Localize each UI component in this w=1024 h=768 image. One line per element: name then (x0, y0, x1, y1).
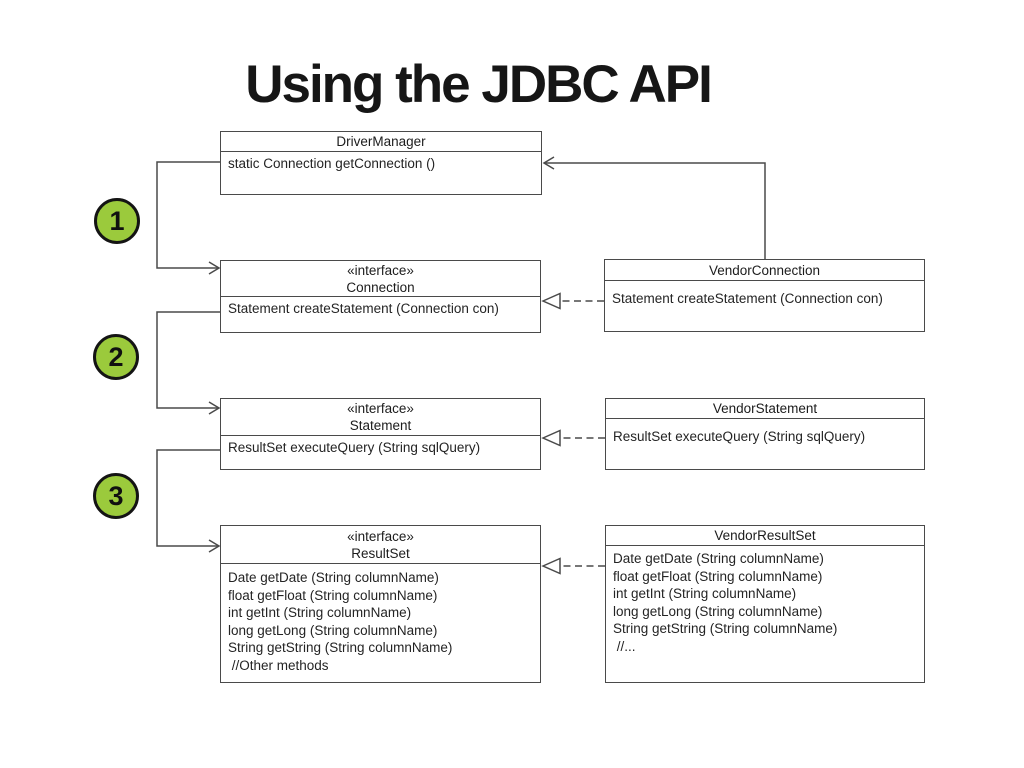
method-signature: int getInt (String columnName) (228, 605, 412, 620)
class-header: «interface» Statement (221, 399, 540, 436)
open-arrowhead-icon (542, 156, 555, 170)
class-box-vendorresultset: VendorResultSet Date getDate (String col… (605, 525, 925, 683)
step-badge-2: 2 (93, 334, 139, 380)
flow-arrow-vendorconnection-to-drivermanager (544, 162, 766, 259)
stereotype-label: «interface» (347, 401, 414, 416)
class-name: ResultSet (351, 545, 410, 561)
method-signature: Statement createStatement (Connection co… (228, 301, 499, 316)
class-header: DriverManager (221, 132, 541, 152)
method-signature: int getInt (String columnName) (613, 586, 797, 601)
step-badge-1: 1 (94, 198, 140, 244)
class-box-vendorstatement: VendorStatement ResultSet executeQuery (… (605, 398, 925, 470)
method-signature: Date getDate (String columnName) (228, 570, 439, 585)
method-signature: Statement createStatement (Connection co… (612, 291, 883, 306)
method-signature: //Other methods (228, 657, 329, 673)
methods-compartment: ResultSet executeQuery (String sqlQuery) (221, 436, 540, 457)
class-box-resultset: «interface» ResultSet Date getDate (Stri… (220, 525, 541, 683)
method-signature: Date getDate (String columnName) (613, 551, 824, 566)
methods-compartment: Date getDate (String columnName) float g… (606, 546, 924, 655)
flow-arrow-drivermanager-to-connection (156, 161, 220, 269)
class-name: VendorConnection (708, 262, 821, 278)
methods-compartment: Date getDate (String columnName) float g… (221, 564, 540, 674)
step-number: 1 (109, 205, 125, 236)
method-signature: ResultSet executeQuery (String sqlQuery) (613, 429, 866, 444)
flow-arrow-connection-to-statement (156, 311, 220, 409)
class-name: DriverManager (336, 134, 426, 149)
methods-compartment: Statement createStatement (Connection co… (221, 297, 540, 318)
methods-compartment: ResultSet executeQuery (String sqlQuery) (606, 419, 924, 446)
method-signature: String getString (String columnName) (228, 640, 453, 655)
method-signature: long getLong (String columnName) (613, 603, 823, 619)
method-signature: static Connection getConnection () (228, 156, 436, 171)
method-signature: long getLong (String columnName) (228, 622, 438, 638)
class-box-connection: «interface» Connection Statement createS… (220, 260, 541, 333)
class-header: «interface» ResultSet (221, 526, 540, 564)
class-box-vendorconnection: VendorConnection Statement createStateme… (604, 259, 925, 332)
methods-compartment: Statement createStatement (Connection co… (605, 281, 924, 308)
stereotype-label: «interface» (347, 262, 414, 278)
hollow-triangle-arrowhead-icon (541, 429, 561, 447)
class-header: «interface» Connection (221, 261, 540, 297)
method-signature: String getString (String columnName) (613, 621, 838, 636)
method-signature: float getFloat (String columnName) (228, 587, 438, 603)
method-signature: ResultSet executeQuery (String sqlQuery) (228, 440, 481, 455)
hollow-triangle-arrowhead-icon (541, 292, 561, 310)
class-name: VendorStatement (712, 401, 818, 416)
open-arrowhead-icon (208, 261, 221, 275)
class-box-drivermanager: DriverManager static Connection getConne… (220, 131, 542, 195)
class-header: VendorConnection (605, 260, 924, 281)
methods-compartment: static Connection getConnection () (221, 152, 541, 173)
class-box-statement: «interface» Statement ResultSet executeQ… (220, 398, 541, 470)
stereotype-label: «interface» (347, 528, 414, 544)
flow-arrow-statement-to-resultset (156, 449, 220, 547)
step-badge-3: 3 (93, 473, 139, 519)
class-name: Statement (349, 418, 412, 433)
class-name: Connection (346, 279, 415, 295)
open-arrowhead-icon (208, 539, 221, 553)
step-number: 3 (108, 480, 124, 511)
hollow-triangle-arrowhead-icon (541, 557, 561, 575)
class-header: VendorStatement (606, 399, 924, 419)
class-name: VendorResultSet (714, 528, 816, 543)
method-signature: //... (613, 638, 636, 654)
slide-title: Using the JDBC API (245, 55, 713, 114)
open-arrowhead-icon (208, 401, 221, 415)
class-header: VendorResultSet (606, 526, 924, 546)
method-signature: float getFloat (String columnName) (613, 568, 823, 584)
step-number: 2 (108, 341, 124, 372)
